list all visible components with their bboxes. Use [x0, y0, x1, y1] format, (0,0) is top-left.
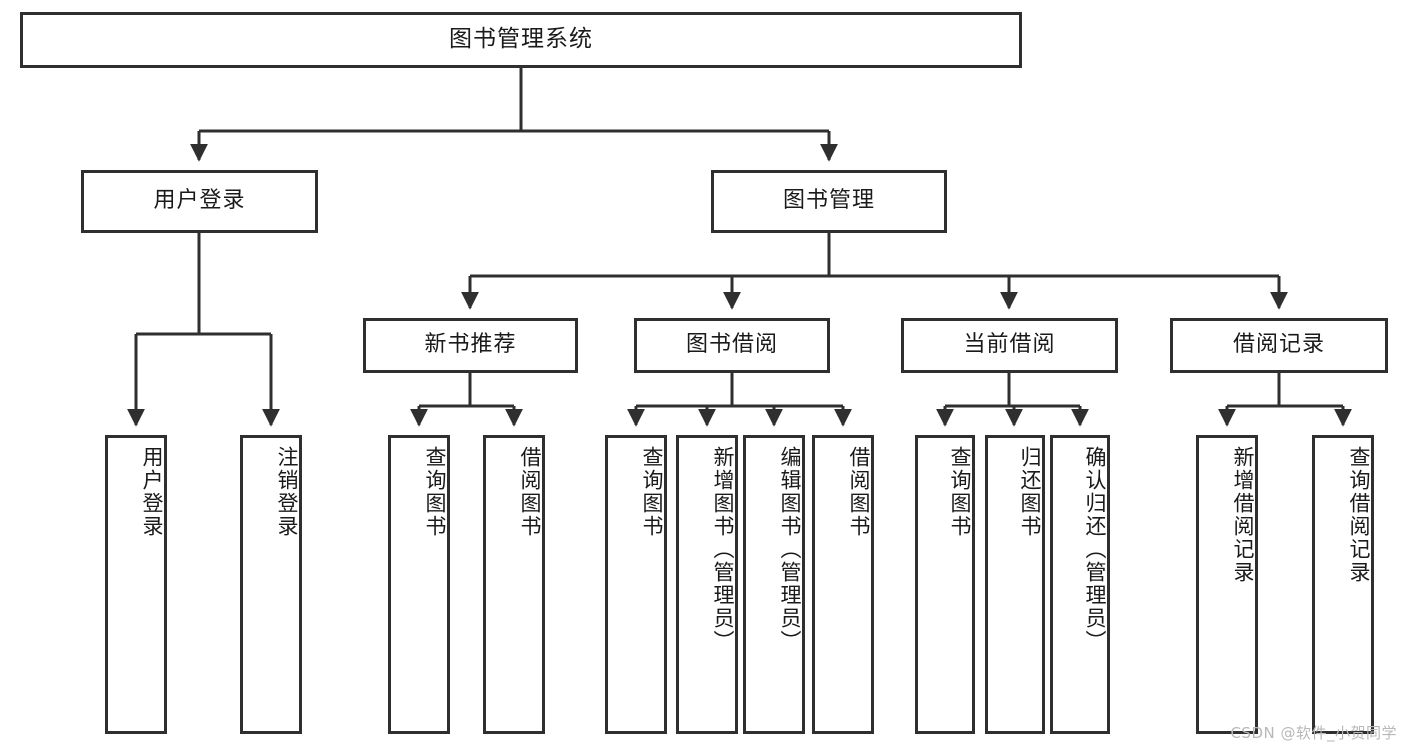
- node-label: 新书推荐: [424, 332, 517, 358]
- node-label: 借阅图书: [847, 446, 871, 538]
- node-label: 查询图书: [423, 446, 447, 538]
- node-book-borrow[interactable]: 图书借阅: [634, 318, 830, 373]
- node-label: 查询图书: [640, 446, 664, 538]
- node-root-system[interactable]: 图书管理系统: [20, 12, 1022, 68]
- leaf-recommend-borrow-book[interactable]: 借阅图书: [483, 435, 545, 734]
- leaf-borrow-edit-book[interactable]: 编辑图书（管理员）: [743, 435, 805, 734]
- node-label: 新增借阅记录: [1231, 446, 1255, 584]
- node-label: 查询借阅记录: [1347, 446, 1371, 584]
- node-user-login[interactable]: 用户登录: [81, 170, 318, 233]
- node-label: 图书管理系统: [449, 26, 593, 53]
- node-label: 归还图书: [1018, 446, 1042, 538]
- leaf-recommend-query-book[interactable]: 查询图书: [388, 435, 450, 734]
- node-current-borrow[interactable]: 当前借阅: [901, 318, 1118, 373]
- node-label: 编辑图书（管理员）: [778, 446, 802, 653]
- node-label: 确认归还（管理员）: [1083, 446, 1107, 653]
- leaf-borrow-query-book[interactable]: 查询图书: [605, 435, 667, 734]
- node-label: 借阅记录: [1232, 332, 1325, 358]
- node-label: 图书借阅: [685, 332, 778, 358]
- node-label: 当前借阅: [963, 332, 1056, 358]
- leaf-user-logout[interactable]: 注销登录: [240, 435, 302, 734]
- leaf-current-confirm-return[interactable]: 确认归还（管理员）: [1050, 435, 1110, 734]
- node-label: 借阅图书: [518, 446, 542, 538]
- leaf-borrow-add-book[interactable]: 新增图书（管理员）: [676, 435, 738, 734]
- leaf-current-return-book[interactable]: 归还图书: [985, 435, 1045, 734]
- node-label: 查询图书: [948, 446, 972, 538]
- leaf-record-query[interactable]: 查询借阅记录: [1312, 435, 1374, 734]
- leaf-record-add[interactable]: 新增借阅记录: [1196, 435, 1258, 734]
- node-new-book-recommend[interactable]: 新书推荐: [363, 318, 578, 373]
- node-label: 用户登录: [140, 446, 164, 538]
- node-label: 用户登录: [153, 188, 246, 214]
- node-label: 图书管理: [782, 188, 875, 214]
- leaf-borrow-borrow-book[interactable]: 借阅图书: [812, 435, 874, 734]
- leaf-user-login[interactable]: 用户登录: [105, 435, 167, 734]
- node-borrow-record[interactable]: 借阅记录: [1170, 318, 1388, 373]
- leaf-current-query-book[interactable]: 查询图书: [915, 435, 975, 734]
- node-book-management[interactable]: 图书管理: [711, 170, 947, 233]
- node-label: 新增图书（管理员）: [711, 446, 735, 653]
- node-label: 注销登录: [275, 446, 299, 538]
